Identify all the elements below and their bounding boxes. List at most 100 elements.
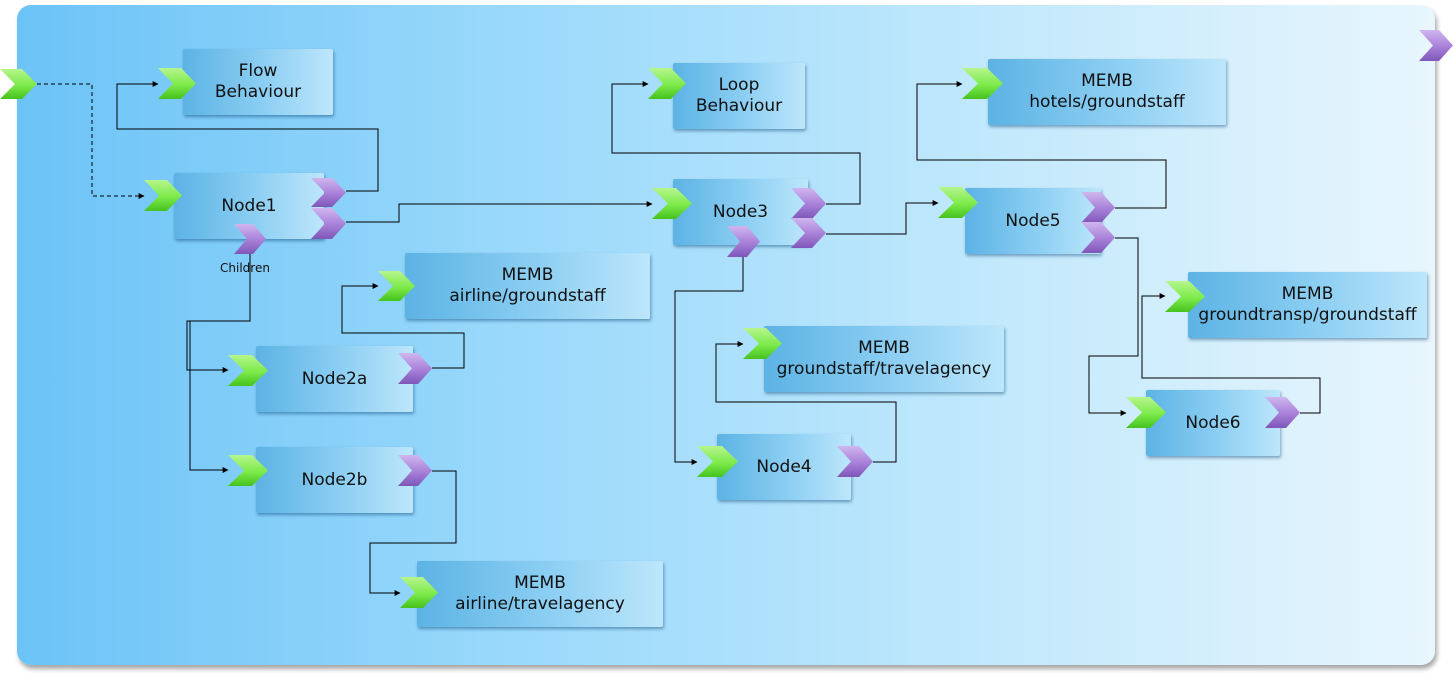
node4[interactable]: Node4 [717,434,851,500]
node1-children-to-node2b-connector [189,321,229,473]
node6-in-port[interactable] [1126,397,1166,428]
node2b-to-memb-airline-travelagency-connector [369,470,457,596]
connector-layer [37,81,1321,596]
node1-in-port[interactable] [144,180,182,211]
node2b-in-port[interactable] [228,455,268,486]
green-chevron-icon [1126,397,1166,428]
memb-airline-groundstaff-node[interactable]: MEMB airline/groundstaff [405,253,650,319]
node3-out-port-1[interactable] [791,188,826,219]
green-chevron-icon [400,577,438,608]
memb-hotels-groundstaff-in-port[interactable] [962,68,1003,99]
node-title: MEMB [1281,284,1334,304]
node-label: Node1 [221,195,277,216]
node-title: MEMB [858,338,910,358]
purple-chevron-icon [1265,397,1300,428]
exit-out-port[interactable] [1419,30,1453,61]
loop-behaviour-node[interactable]: Loop Behaviour [673,63,805,129]
memb-groundstaff-travelagency-in-port[interactable] [743,328,782,359]
node6-out-port[interactable] [1265,397,1300,428]
node-subtitle: airline/travelagency [455,594,625,614]
node5-to-memb-hotels-groundstaff-connector [916,81,1167,209]
node-subtitle: hotels/groundstaff [1029,92,1185,112]
green-chevron-icon [938,187,978,218]
green-chevron-icon [652,188,692,219]
purple-chevron-icon [791,188,826,219]
purple-chevron-icon [791,218,826,248]
node1-out-port-2[interactable] [311,208,346,239]
node4-out-port[interactable] [837,446,873,477]
node-label: Node2b [301,469,368,490]
node1-to-node3-connector [346,201,653,223]
purple-chevron-icon [398,353,432,384]
node-title: Flow [238,61,278,81]
entry-to-node1-connector [37,83,145,199]
memb-groundtransp-groundstaff-node[interactable]: MEMB groundtransp/groundstaff [1188,272,1427,338]
memb-airline-groundstaff-in-port[interactable] [378,271,415,301]
node-title: MEMB [514,573,566,593]
flow-behaviour-in-port[interactable] [158,68,196,99]
flow-behaviour-node[interactable]: Flow Behaviour [183,49,333,115]
node4-in-port[interactable] [697,446,738,477]
purple-chevron-icon [1419,30,1453,61]
green-chevron-icon [228,355,268,386]
green-chevron-icon [228,455,268,486]
node3-to-loop-behaviour-connector [611,81,861,205]
memb-airline-travelagency-node[interactable]: MEMB airline/travelagency [417,561,663,627]
purple-chevron-icon [727,226,760,257]
node-subtitle: groundstaff/travelagency [776,359,992,379]
node2a-in-port[interactable] [228,355,268,386]
green-chevron-icon [962,68,1003,99]
green-chevron-icon [378,271,415,301]
green-chevron-icon [1165,281,1205,312]
entry-in-port[interactable] [0,69,37,99]
node1[interactable]: Node1 [174,173,324,239]
node6-to-memb-groundtransp-groundstaff-connector [1141,293,1321,414]
green-chevron-icon [144,180,182,211]
node-label: Node2a [301,368,368,389]
diagram-canvas: Flow Behaviour Node1 Children MEMB airli… [17,5,1435,665]
purple-chevron-icon [311,178,346,207]
node1-to-flow-behaviour-connector [116,81,379,192]
node2b[interactable]: Node2b [256,447,413,513]
node4-to-memb-groundstaff-travelagency-connector [715,341,897,463]
children-port-label: Children [220,261,270,275]
node5-in-port[interactable] [938,187,978,218]
purple-chevron-icon [234,224,266,254]
memb-airline-travelagency-in-port[interactable] [400,577,438,608]
memb-hotels-groundstaff-node[interactable]: MEMB hotels/groundstaff [988,59,1226,125]
node-title: Loop [718,75,760,95]
node2a-out-port[interactable] [398,353,432,384]
green-chevron-icon [158,68,196,99]
node-subtitle: Behaviour [695,96,783,116]
node2a[interactable]: Node2a [256,346,413,412]
node5-out-port-2[interactable] [1081,222,1115,253]
node2b-out-port[interactable] [398,455,432,486]
node5[interactable]: Node5 [965,188,1101,254]
node3-child-to-node4-connector [674,256,744,465]
node-subtitle: Behaviour [214,82,302,102]
node-title: MEMB [501,265,554,285]
purple-chevron-icon [311,208,346,239]
memb-groundstaff-travelagency-node[interactable]: MEMB groundstaff/travelagency [764,326,1004,392]
node3-in-port[interactable] [652,188,692,219]
green-chevron-icon [743,328,782,359]
node3-out-port-2[interactable] [791,218,826,248]
node-label: Node5 [1005,210,1061,231]
memb-groundtransp-groundstaff-in-port[interactable] [1165,281,1205,312]
node1-children-to-node2a-connector [186,254,251,373]
node5-to-node6-connector [1088,237,1139,416]
purple-chevron-icon [1081,222,1115,253]
node-title: MEMB [1081,71,1133,91]
node-subtitle: groundtransp/groundstaff [1198,305,1417,325]
node1-out-port-1[interactable] [311,178,346,207]
node3-child-port[interactable] [727,226,760,257]
node1-children-port[interactable] [234,224,266,254]
node3-to-node5-connector [826,200,939,235]
node2a-to-memb-airline-groundstaff-connector [341,283,465,369]
node5-out-port-1[interactable] [1081,192,1115,223]
purple-chevron-icon [837,446,873,477]
purple-chevron-icon [398,455,432,486]
loop-behaviour-in-port[interactable] [648,68,686,99]
node-label: Node3 [712,201,769,222]
node6[interactable]: Node6 [1146,390,1280,456]
